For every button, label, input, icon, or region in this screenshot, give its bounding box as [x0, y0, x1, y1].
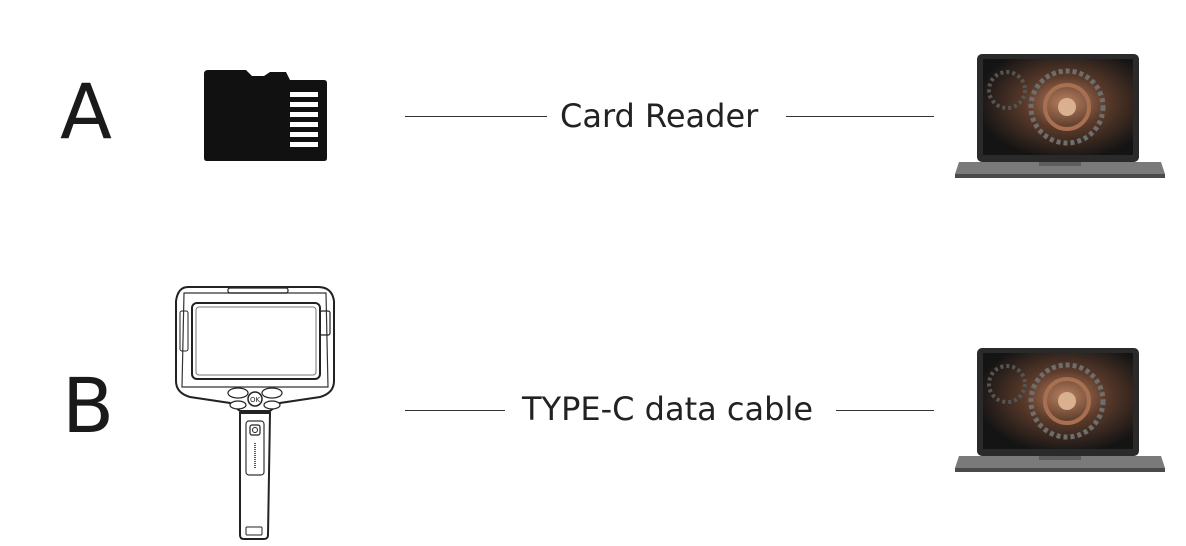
connector-line-b-right [836, 410, 934, 411]
borescope-device-icon: OK [175, 286, 335, 540]
connector-line-a-left [405, 116, 547, 117]
svg-text:OK: OK [250, 396, 261, 404]
row-b-letter: B [62, 361, 115, 450]
micro-sd-card-icon [204, 70, 327, 161]
connection-label-type-c-cable: TYPE-C data cable [522, 390, 814, 428]
row-a-letter: A [60, 67, 112, 156]
laptop-icon [955, 348, 1165, 472]
connection-label-card-reader: Card Reader [560, 97, 759, 135]
connector-line-a-right [786, 116, 934, 117]
connector-line-b-left [405, 410, 505, 411]
laptop-icon [955, 54, 1165, 178]
